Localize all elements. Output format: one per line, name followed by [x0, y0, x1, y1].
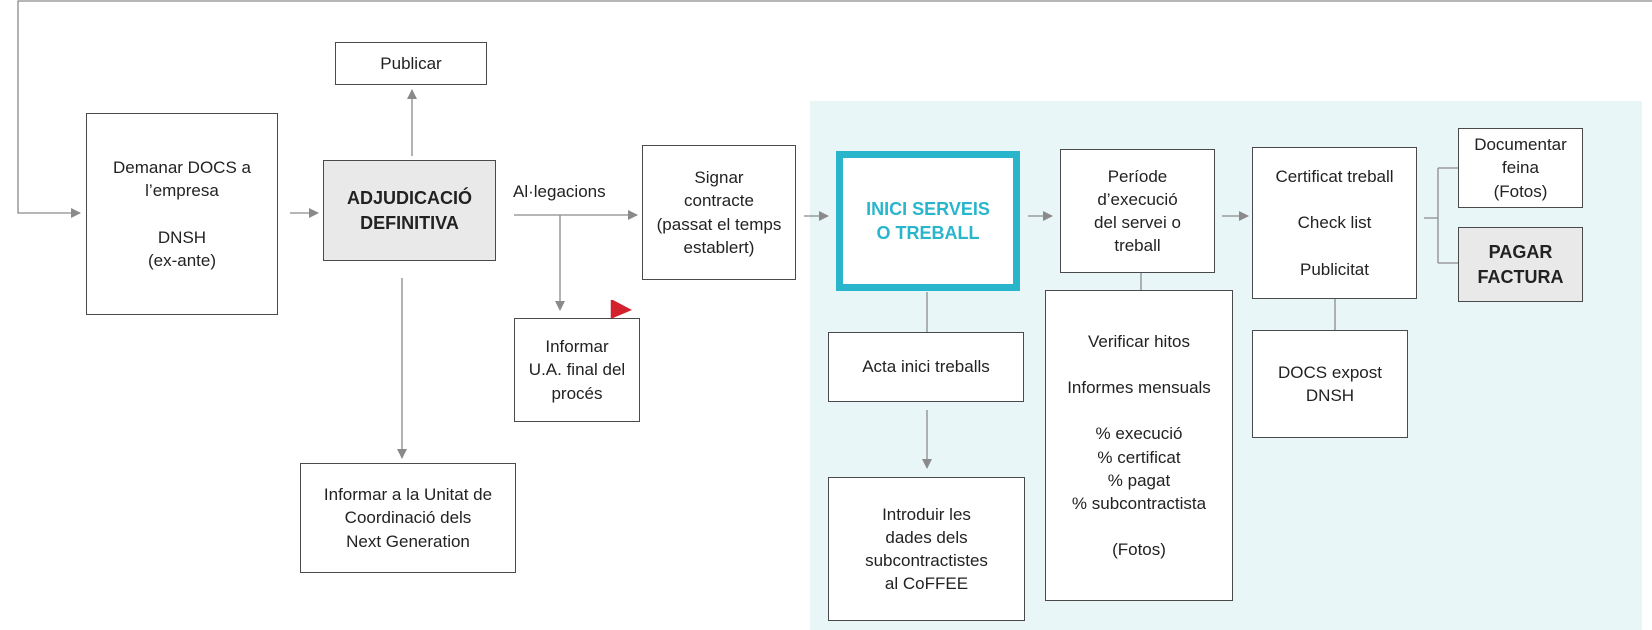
acta-inici-text: Acta inici treballs	[862, 357, 990, 377]
docs-expost-box: DOCS expost DNSH	[1252, 330, 1408, 438]
certificat-box: Certificat treball Check list Publicitat	[1252, 147, 1417, 299]
inici-serveis-text: INICI SERVEIS O TREBALL	[866, 198, 990, 243]
pagar-factura-text: PAGAR FACTURA	[1477, 242, 1564, 287]
signar-text: Signar contracte (passat el temps establ…	[656, 168, 782, 257]
pagar-factura-box: PAGAR FACTURA	[1458, 227, 1583, 302]
verificar-text: Verificar hitos Informes mensuals % exec…	[1067, 331, 1211, 559]
informar-ua-box: Informar U.A. final del procés	[514, 318, 640, 422]
signar-box: Signar contracte (passat el temps establ…	[642, 145, 796, 280]
documentar-box: Documentar feina (Fotos)	[1458, 128, 1583, 208]
informar-ua-text: Informar U.A. final del procés	[528, 337, 626, 403]
acta-inici-box: Acta inici treballs	[828, 332, 1024, 402]
adjudicacio-box: ADJUDICACIÓ DEFINITIVA	[323, 160, 496, 261]
informar-unitat-text: Informar a la Unitat de Coordinació dels…	[323, 485, 493, 551]
periode-text: Període d’execució del servei o treball	[1094, 166, 1181, 256]
documentar-text: Documentar feina (Fotos)	[1474, 135, 1567, 201]
demanar-docs-box: Demanar DOCS a l’empresa DNSH (ex-ante)	[86, 113, 278, 315]
informar-unitat-box: Informar a la Unitat de Coordinació dels…	[300, 463, 516, 573]
certificat-text: Certificat treball Check list Publicitat	[1275, 167, 1394, 279]
demanar-docs-text: Demanar DOCS a l’empresa DNSH (ex-ante)	[113, 158, 251, 270]
allegacions-label: Al·legacions	[513, 182, 606, 201]
introduir-text: Introduir les dades dels subcontractiste…	[865, 504, 988, 594]
inici-serveis-box: INICI SERVEIS O TREBALL	[836, 151, 1020, 291]
verificar-box: Verificar hitos Informes mensuals % exec…	[1045, 290, 1233, 601]
publicar-box: Publicar	[335, 42, 487, 85]
publicar-text: Publicar	[380, 53, 442, 73]
bracket-connector	[1424, 167, 1458, 264]
docs-expost-text: DOCS expost DNSH	[1278, 362, 1382, 405]
adjudicacio-text: ADJUDICACIÓ DEFINITIVA	[346, 188, 472, 233]
introduir-box: Introduir les dades dels subcontractiste…	[828, 477, 1025, 621]
loop-connector	[17, 0, 1652, 218]
periode-box: Període d’execució del servei o treball	[1060, 149, 1215, 273]
